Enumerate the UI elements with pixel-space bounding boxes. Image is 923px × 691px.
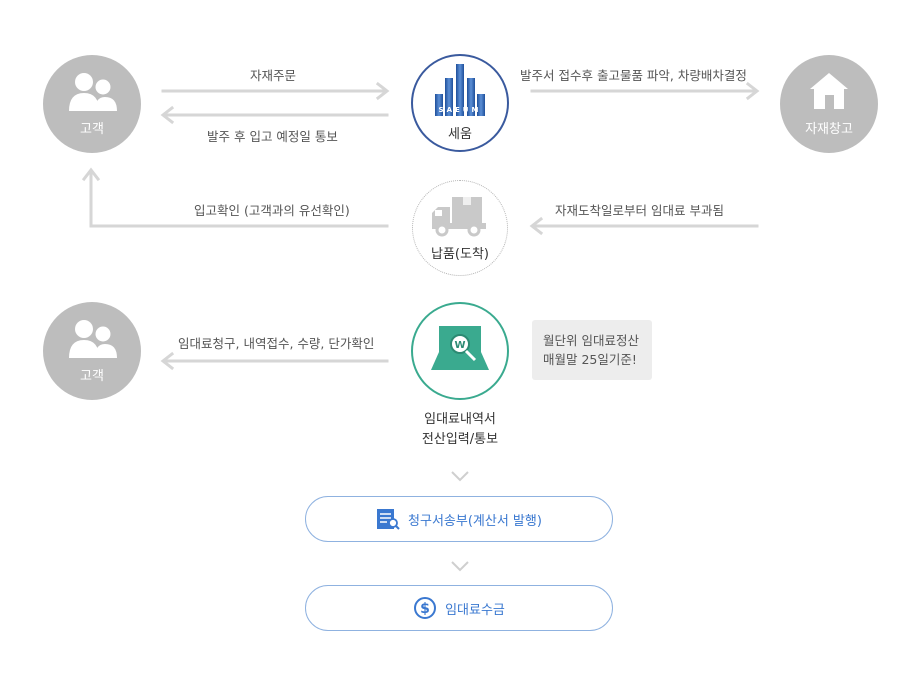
note-line2: 매월말 25일기준! xyxy=(543,352,637,367)
svg-text:W: W xyxy=(454,340,465,351)
saeum-logo-text: SAEUM xyxy=(438,106,482,114)
customer-label: 고객 xyxy=(80,369,104,384)
dollar-coin-icon: $ xyxy=(414,597,437,619)
invoice-step-label: 청구서송부(계산서 발행) xyxy=(408,513,542,529)
edge-label-charge: 자재도착일로부터 임대료 부과됨 xyxy=(555,203,724,218)
settlement-note: 월단위 임대료정산 매월말 25일기준! xyxy=(532,320,652,380)
edge-label-dispatch: 발주서 접수후 출고물품 파악, 차량배차결정 xyxy=(520,68,747,83)
rental-label-line2: 전산입력/통보 xyxy=(421,432,499,447)
people-icon xyxy=(69,320,117,358)
delivery-label: 납품(도착) xyxy=(431,247,489,262)
chevron-down-icon xyxy=(451,471,469,482)
saeum-label: 세움 xyxy=(448,127,472,142)
arrow-receive-confirm xyxy=(89,169,389,228)
rental-statement-label: 임대료내역서 전산입력/통보 xyxy=(380,410,540,450)
statement-search-icon: W xyxy=(431,326,489,370)
customer-node-top: 고객 xyxy=(43,55,141,153)
customer-node-bottom: 고객 xyxy=(43,302,141,400)
truck-icon xyxy=(432,197,486,237)
note-line1: 월단위 임대료정산 xyxy=(543,333,639,348)
warehouse-node: 자재창고 xyxy=(780,55,878,153)
saeum-node: SAEUM 세움 xyxy=(411,54,509,152)
edge-label-receive-confirm: 입고확인 (고객과의 유선확인) xyxy=(194,203,350,218)
delivery-node: 납품(도착) xyxy=(412,180,508,276)
edge-label-rental-items: 임대료청구, 내역접수, 수량, 단가확인 xyxy=(178,336,375,351)
edge-label-notify: 발주 후 입고 예정일 통보 xyxy=(207,129,338,144)
house-icon xyxy=(810,73,848,109)
svg-text:$: $ xyxy=(420,601,430,617)
customer-label: 고객 xyxy=(80,122,104,137)
payment-step: $ 임대료수금 xyxy=(305,585,613,631)
rental-label-line1: 임대료내역서 xyxy=(424,412,496,427)
invoice-step: 청구서송부(계산서 발행) xyxy=(305,496,613,542)
people-icon xyxy=(69,73,117,111)
chevron-down-icon xyxy=(451,561,469,572)
payment-step-label: 임대료수금 xyxy=(445,602,505,618)
rental-statement-node: W xyxy=(411,302,509,400)
warehouse-label: 자재창고 xyxy=(805,122,853,137)
edge-label-order: 자재주문 xyxy=(250,68,297,83)
saeum-logo-icon xyxy=(435,64,485,116)
invoice-icon xyxy=(377,509,400,530)
